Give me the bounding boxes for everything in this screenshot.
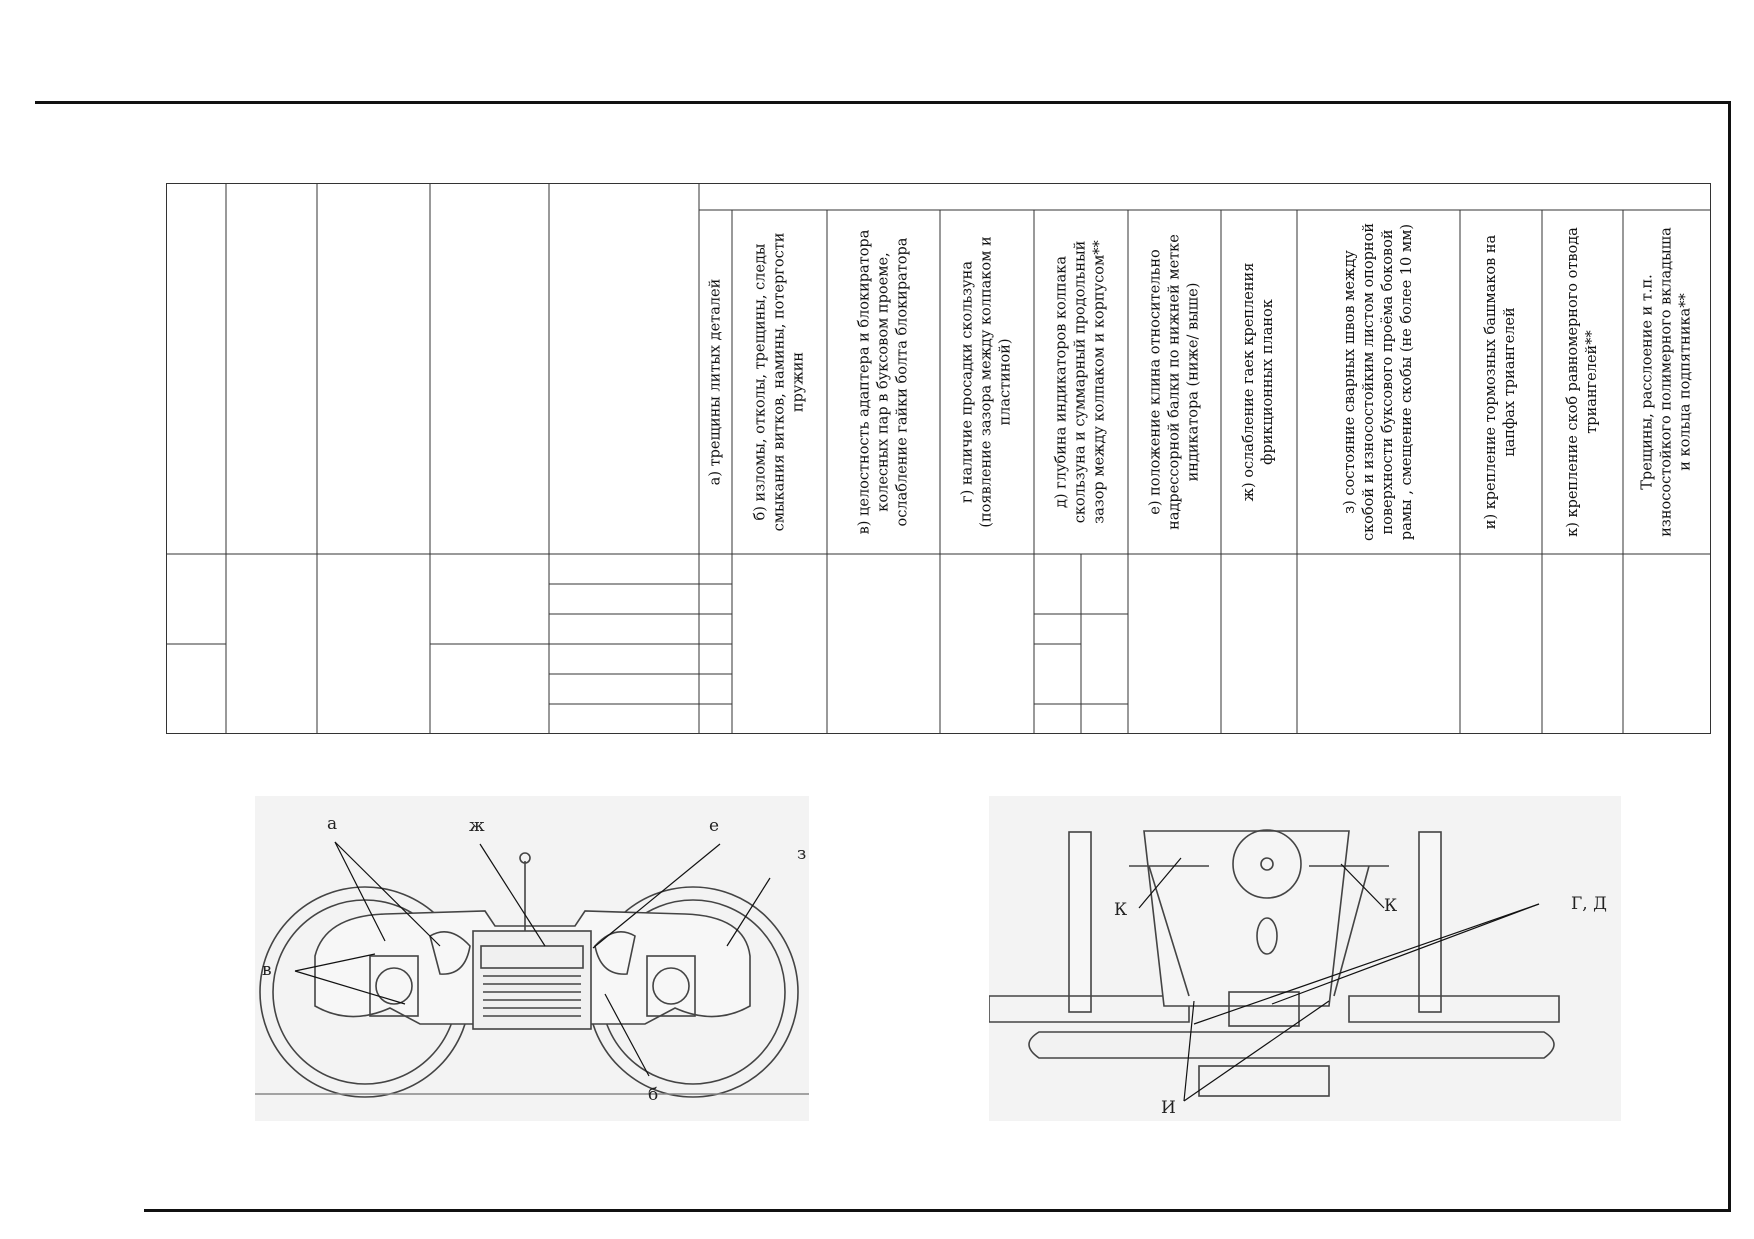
callout-b: б (648, 1085, 659, 1105)
header-col-k: к) крепление скоб равномерного отвода тр… (1564, 227, 1600, 537)
header-col-d: д) глубина индикаторов колпака скользуна… (1053, 240, 1108, 524)
header-col-l: Трещины, расслоение и т.п. износостойког… (1639, 227, 1694, 537)
callout-v: в (262, 960, 272, 980)
bogie-end-view-drawing (989, 829, 1560, 1102)
inspection-table: а) трещины литых деталей б) изломы, отко… (166, 183, 1711, 734)
callout-zh: ж (469, 816, 485, 836)
callout-g-d: Г, Д (1571, 894, 1607, 914)
frame-top-line (35, 101, 1731, 104)
header-col-zh: ж) ослабление гаек крепления фрикционных… (1240, 262, 1276, 502)
header-col-e: е) положение клина относительно надрессо… (1146, 234, 1202, 530)
header-col-z: з) состояние сварных швов между скобой и… (1341, 223, 1415, 541)
frame-bottom-line (144, 1209, 1731, 1212)
table-grid-lines (166, 183, 1711, 734)
bogie-side-view-drawing (255, 841, 809, 1098)
callout-k-left: К (1114, 900, 1128, 920)
header-col-g: г) наличие просадки скользуна (появление… (959, 236, 1014, 528)
bogie-side-view-figure: а ж е з в б (255, 796, 809, 1121)
bogie-end-view-figure: К К Г, Д И (989, 796, 1621, 1121)
header-col-b: б) изломы, отколы, трещины, следы смыкан… (751, 232, 807, 532)
callout-i: И (1161, 1098, 1176, 1118)
header-col-v: в) целостность адаптера и блокиратора ко… (855, 229, 911, 535)
frame-right-line (1728, 101, 1731, 1212)
callout-e: е (709, 816, 720, 836)
callout-z: з (797, 844, 807, 864)
callout-k-right: К (1384, 896, 1398, 916)
callout-a: а (327, 814, 338, 834)
header-col-a: а) трещины литых деталей (706, 278, 723, 486)
header-col-i: и) крепление тормозных башмаков на цапфа… (1482, 234, 1518, 530)
